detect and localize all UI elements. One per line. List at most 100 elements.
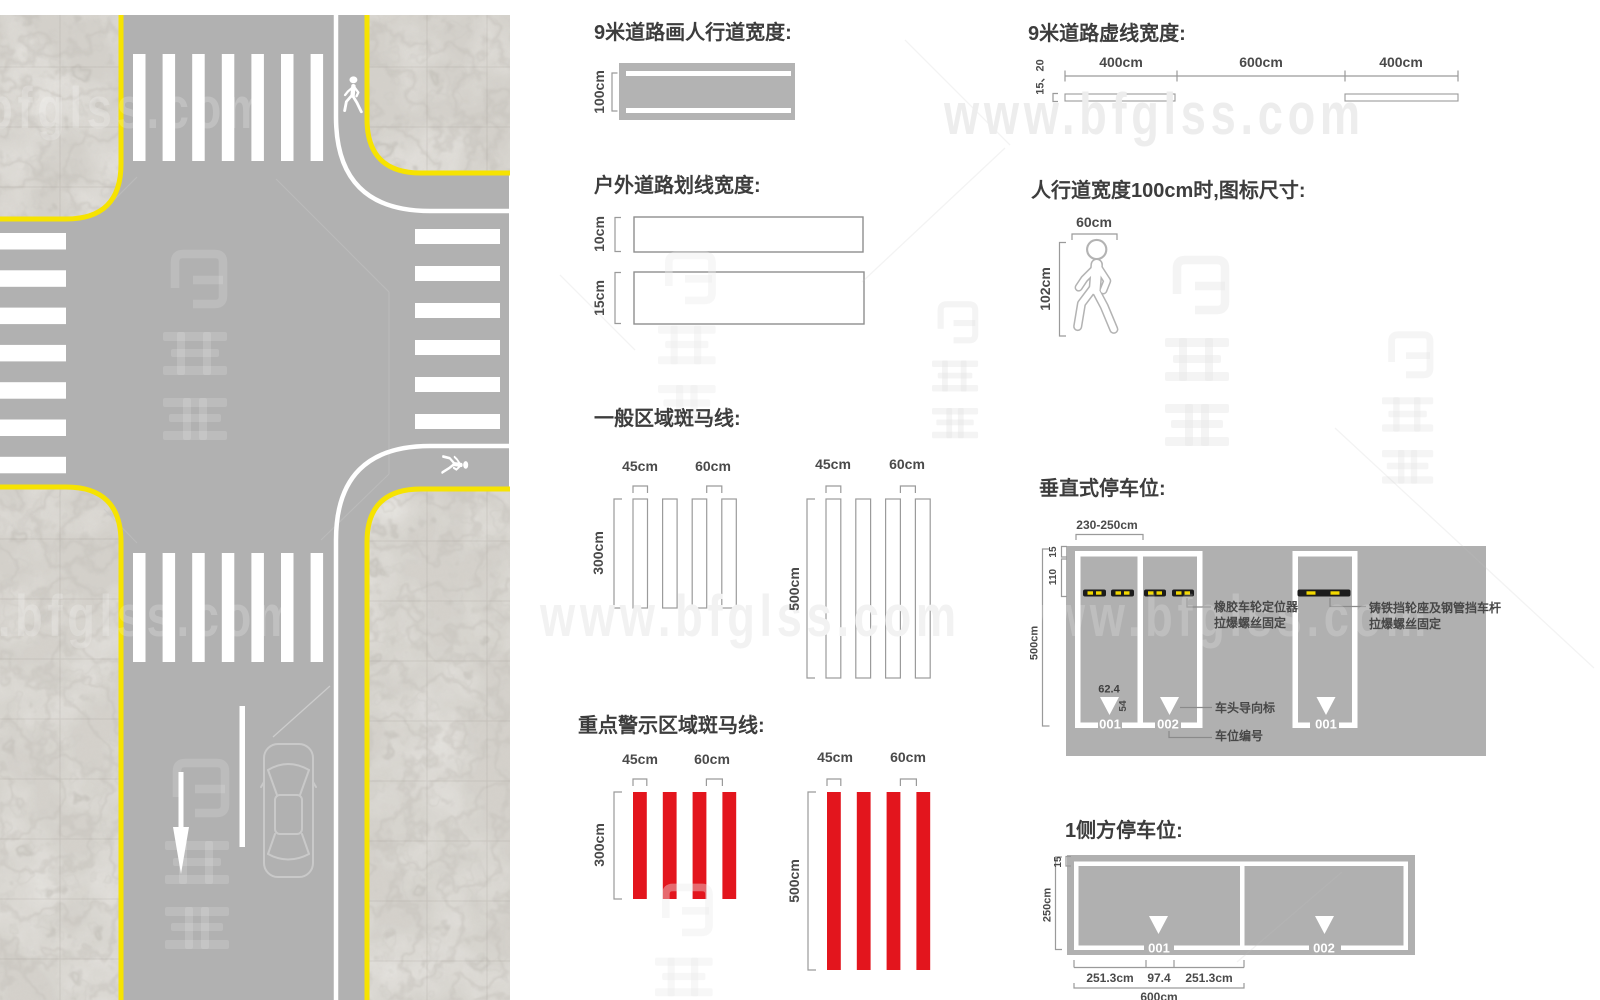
bay-bottom-segment (1174, 945, 1309, 950)
crosswalk-bar-bottom (221, 553, 235, 662)
zebra-group (613, 485, 737, 609)
yellow-curb-lines (0, 15, 510, 1000)
crosswalk-bar-top (310, 54, 324, 161)
pavement-tile-seam (367, 489, 510, 1000)
fill-limb (1074, 285, 1096, 330)
bar-width-bracket (632, 778, 648, 786)
crosswalk-bar-top (133, 54, 146, 161)
icon-width-bracket (1071, 233, 1118, 240)
watermark-logo-glyph (655, 883, 713, 997)
dim-stop-offset-110: 110 (1048, 568, 1059, 586)
dim-arrow-width: 62.4 (1098, 683, 1120, 696)
callout-rubber-wheel-stop-2: 拉爆螺丝固定 (1214, 616, 1287, 630)
watermark-slashes (559, 39, 1595, 963)
dim-zebra-length-300cm: 300cm (590, 531, 606, 575)
bay-side-line (1137, 551, 1143, 728)
callout-direction-marker: 车头导向标 (1215, 701, 1276, 715)
watermark-char-bar (165, 841, 229, 850)
leader-number (1168, 731, 1212, 739)
dash-segment (1064, 93, 1176, 102)
bay-width-bracket (1075, 533, 1144, 540)
watermark-logo-mark (170, 249, 228, 309)
pavement-block (0, 15, 121, 219)
spot-number: 001 (1099, 716, 1121, 732)
leader-lines (1168, 598, 1366, 739)
watermark-logo-chars (932, 360, 979, 439)
watermark-char-bar (203, 332, 211, 375)
watermark-char-bar (957, 408, 964, 439)
dim-segment-251: 251.3cm (1086, 971, 1134, 985)
dim-total-600cm: 600cm (1140, 990, 1178, 1000)
bay-bottom-stub (1075, 722, 1098, 728)
watermark-char-bar (1418, 929, 1470, 937)
wheel-stop-stripe (1087, 591, 1093, 595)
dim-line-width-15: 15 (1053, 856, 1064, 868)
watermark-logo-mark (937, 301, 979, 344)
dim-dash-600cm: 600cm (1239, 54, 1283, 70)
watermark-char-bar (1382, 450, 1434, 458)
crosswalk-bar-bottom (281, 553, 294, 662)
wheel-stop (1111, 589, 1134, 597)
watermark-text: www.bfglss.com (944, 82, 1365, 147)
car-body (263, 743, 314, 878)
dim-segment-97: 97.4 (1147, 971, 1171, 985)
spot-number: 001 (1315, 716, 1337, 732)
lane-arrow-down-icon (173, 772, 189, 874)
bay-lines (1074, 861, 1408, 950)
white-edge-bottom (333, 443, 509, 1000)
callout-iron-wheel-stop: 铸铁挡轮座及钢管挡车杆 (1369, 601, 1502, 615)
bay-bottom-stub (1181, 722, 1203, 728)
spot-number: 002 (1313, 940, 1335, 956)
zebra-bar (691, 498, 708, 609)
pavement-texture (0, 487, 121, 1000)
watermark-char-bar (1414, 397, 1421, 432)
watermark-slash (559, 274, 636, 351)
warning-zebra-bar (692, 792, 707, 899)
solid-limb (452, 464, 462, 471)
watermark-char-bar (1422, 967, 1465, 975)
watermark-slash (272, 685, 331, 738)
wheel-stop (1172, 589, 1194, 597)
bay-side-line (1075, 551, 1081, 728)
car-roof (274, 794, 303, 835)
watermark-logo-glyph (658, 251, 716, 423)
watermark-logo-glyph (1382, 331, 1434, 484)
bay-side-line (1197, 551, 1203, 728)
zebra-bar (914, 498, 931, 679)
yellow-curb-bottom-left (0, 484, 124, 1000)
length-bracket (613, 791, 622, 900)
watermark-logo-mark (172, 758, 230, 818)
watermark-char-bar (1398, 450, 1405, 484)
watermark-char-bar (1382, 476, 1434, 484)
wheel-stop-stripe (1124, 591, 1130, 595)
solid-limb (343, 86, 355, 97)
warning-zebra-bar (856, 792, 871, 970)
watermark-char-bar (665, 340, 709, 349)
white-edge-lines (333, 15, 509, 1000)
line-width-bracket (1065, 855, 1071, 867)
callout-spot-number: 车位编号 (1215, 729, 1264, 743)
watermark-char-bar (936, 419, 974, 426)
crosswalk-bar-left (0, 456, 66, 474)
watermark-char-bar (177, 332, 185, 375)
watermark-char-bar (1171, 420, 1223, 428)
watermark-char-bar (670, 325, 678, 365)
section-title-side-parking: 1侧方停车位: (1065, 820, 1183, 842)
guide-lines (103, 176, 390, 544)
line-width-diagram (614, 216, 865, 325)
crosswalk-bar-left (0, 233, 66, 250)
watermark-logo-chars (658, 325, 716, 423)
dashed-line-diagram (1052, 70, 1459, 103)
pedestrian-icon-rotated (441, 455, 469, 474)
car-top-view-icon (260, 743, 317, 878)
watermark-char-bar (185, 907, 193, 949)
bay-side-line (1403, 861, 1408, 950)
crosswalk-bar-right (415, 340, 500, 355)
warning-zebra-bar (827, 792, 841, 970)
length-bracket (806, 498, 815, 679)
watermark-logo-chars (1165, 338, 1229, 446)
direction-triangle (1149, 916, 1168, 934)
watermark-char-bar (658, 414, 716, 423)
crosswalk-bar-left (0, 344, 66, 362)
watermark-char-bar (169, 414, 221, 422)
